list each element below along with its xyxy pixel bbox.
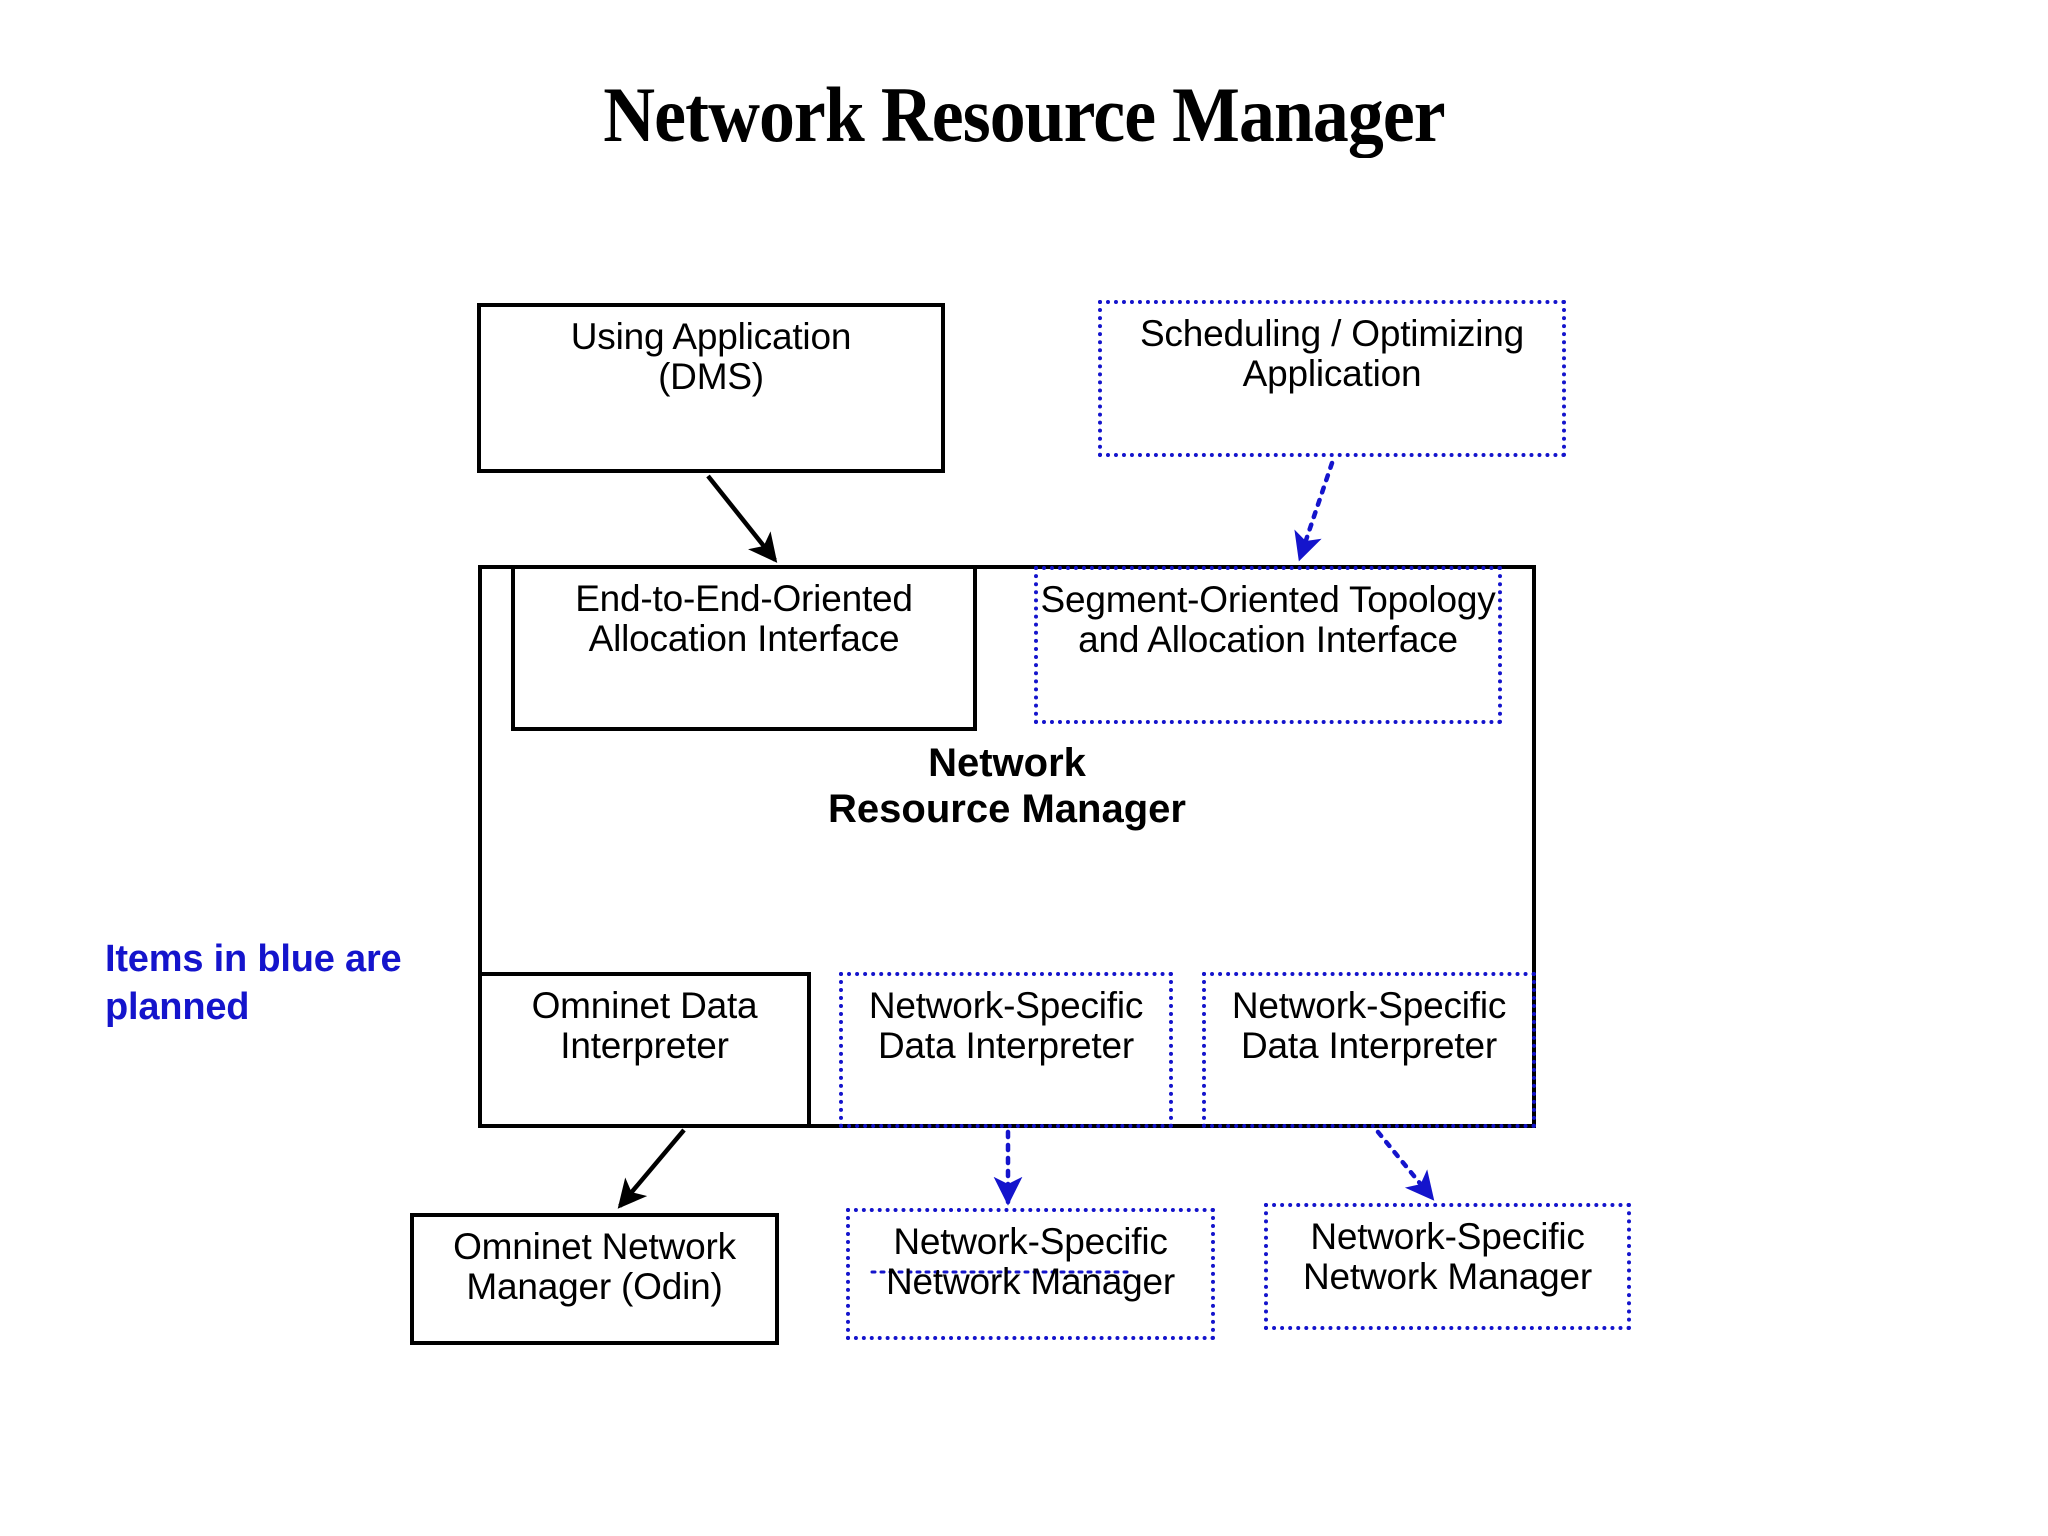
node-label: Segment-Oriented Topology and Allocation… bbox=[1040, 579, 1496, 660]
node-network-specific-network-manager-2[interactable]: Network-Specific Network Manager bbox=[1264, 1203, 1631, 1330]
edge-nsdi2-to-nsnm2 bbox=[1375, 1129, 1435, 1201]
node-label: Network-Specific Data Interpreter bbox=[1231, 985, 1507, 1066]
node-label: End-to-End-Oriented Allocation Interface bbox=[575, 578, 913, 659]
node-label: Network-Specific Network Manager bbox=[885, 1221, 1175, 1302]
node-label: Using Application (DMS) bbox=[570, 316, 852, 397]
node-label: Omninet Data Interpreter bbox=[531, 985, 758, 1066]
node-omninet-network-manager-odin[interactable]: Omninet Network Manager (Odin) bbox=[410, 1213, 779, 1345]
edge-using-app-to-e2e bbox=[706, 474, 778, 563]
network-resource-manager-label: Network Resource Manager bbox=[828, 741, 1186, 831]
page-title: Network Resource Manager bbox=[603, 71, 1445, 158]
node-label: Network-Specific Network Manager bbox=[1302, 1216, 1592, 1297]
edge-scheduling-to-segment bbox=[1294, 460, 1335, 562]
node-network-specific-data-interpreter-1[interactable]: Network-Specific Data Interpreter bbox=[839, 972, 1173, 1128]
node-network-specific-data-interpreter-2[interactable]: Network-Specific Data Interpreter bbox=[1202, 972, 1536, 1128]
node-label: Omninet Network Manager (Odin) bbox=[453, 1226, 736, 1307]
node-end-to-end-oriented-allocation-interface[interactable]: End-to-End-Oriented Allocation Interface bbox=[511, 565, 977, 731]
node-omninet-data-interpreter[interactable]: Omninet Data Interpreter bbox=[478, 972, 811, 1128]
node-network-specific-network-manager-1[interactable]: Network-Specific Network Manager bbox=[846, 1208, 1215, 1340]
planned-legend-note: Items in blue are planned bbox=[105, 938, 402, 1028]
node-using-application[interactable]: Using Application (DMS) bbox=[477, 303, 945, 473]
node-label: Scheduling / Optimizing Application bbox=[1139, 313, 1525, 394]
node-scheduling-optimizing-application[interactable]: Scheduling / Optimizing Application bbox=[1098, 300, 1566, 457]
node-label: Network-Specific Data Interpreter bbox=[868, 985, 1144, 1066]
node-segment-oriented-topology-allocation-interface[interactable]: Segment-Oriented Topology and Allocation… bbox=[1034, 566, 1502, 724]
edge-omninet-di-to-odin bbox=[617, 1128, 686, 1209]
